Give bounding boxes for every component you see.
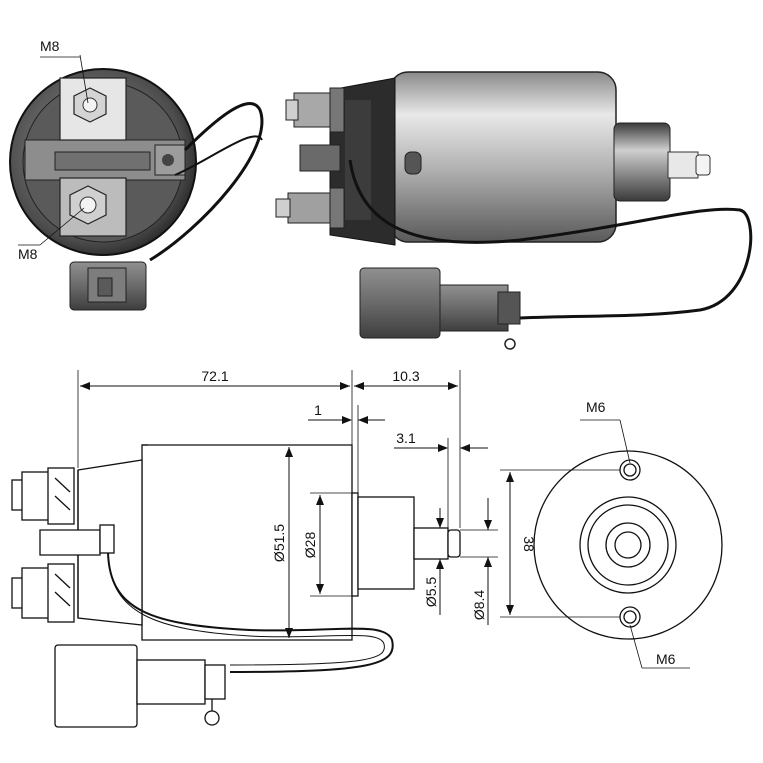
dim-28: Ø28 — [302, 532, 318, 559]
top-m8-label: M8 — [40, 38, 60, 54]
bottom-m6-hole — [619, 606, 641, 628]
dim-8-4: Ø8.4 — [471, 590, 487, 621]
technical-front-view: 38 M6 M6 — [500, 399, 723, 669]
dim-3-1: 3.1 — [396, 430, 416, 446]
side-view-connector — [359, 267, 521, 350]
top-m8-leader — [79, 54, 89, 104]
dim-38: 38 — [521, 536, 537, 552]
bottom-terminal-nut — [69, 185, 107, 225]
end-view-connector — [69, 261, 147, 311]
photo-end-view: M8 M8 — [9, 38, 264, 311]
dim-5-5: Ø5.5 — [423, 577, 439, 608]
bottom-m8-label: M8 — [18, 246, 38, 262]
drawing-top-stud — [11, 467, 75, 525]
top-terminal-nut — [73, 87, 107, 123]
photo-side-view — [275, 71, 753, 350]
side-bottom-stud — [275, 187, 345, 229]
dim-1: 1 — [314, 402, 322, 418]
dim-51-5: Ø51.5 — [271, 524, 287, 562]
bottom-m8-leader — [39, 207, 85, 246]
top-m6-label: M6 — [586, 399, 606, 415]
drawing-connector — [54, 644, 226, 728]
dim-72-1: 72.1 — [201, 368, 228, 384]
side-top-stud — [285, 87, 345, 133]
dim-10-3: 10.3 — [392, 368, 419, 384]
bottom-m6-label: M6 — [656, 651, 676, 667]
technical-side-view: 72.1 10.3 1 3.1 Ø51.5 Ø28 — [11, 368, 498, 728]
drawing-bottom-stud — [11, 563, 75, 623]
